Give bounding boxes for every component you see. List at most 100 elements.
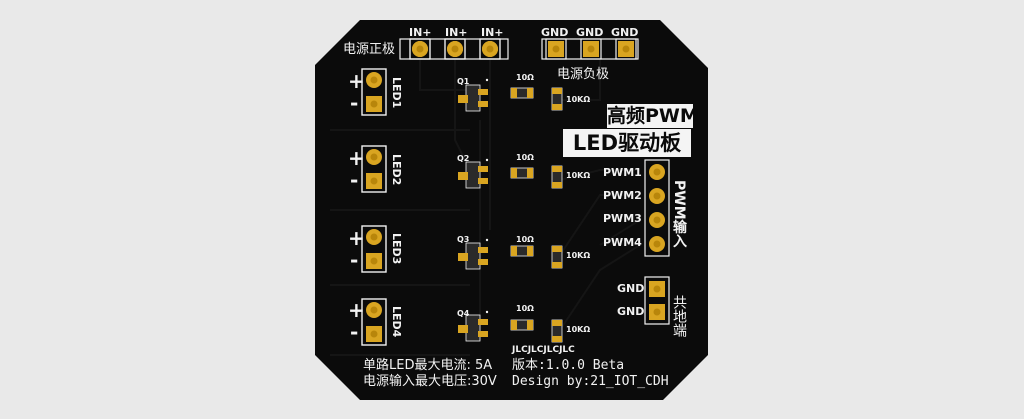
led2-plus-sign: +: [348, 146, 365, 170]
power-negative-label: 电源负极: [557, 67, 610, 82]
r-gate-3-pad-b: [527, 246, 533, 256]
pwm3-hole: [653, 216, 661, 224]
version-note: 版本:1.0.0 Beta: [512, 358, 625, 373]
power-positive-pin-1-hole: [416, 45, 424, 53]
q4-body: [465, 314, 481, 342]
power-positive-header-outline: [399, 38, 509, 60]
pwm2-hole: [653, 192, 661, 200]
pwm1-hole: [653, 168, 661, 176]
q2-pin-s: [478, 178, 488, 184]
led4-connector-outline: [361, 298, 387, 346]
ground-pin-2-hole: [653, 308, 661, 316]
power-negative-pin-3-hole: [622, 45, 630, 53]
ground-pin-1-label: GND: [617, 282, 645, 295]
q3-pin-g: [478, 247, 488, 253]
power-positive-pin-1-label: IN+: [409, 26, 432, 39]
led3-plus-sign: +: [348, 226, 365, 250]
led2-plus-hole: [370, 153, 378, 161]
led1-label: LED1: [390, 77, 403, 109]
q3-pin-d: [458, 253, 468, 261]
led4-minus-hole: [370, 330, 378, 338]
led3-label: LED3: [390, 233, 403, 265]
trace-7: [599, 219, 641, 246]
power-positive-pin-3-hole: [486, 45, 494, 53]
q3-pin1-dot: [485, 238, 489, 242]
q1-pin1-dot: [485, 78, 489, 82]
r-pulldown-4-pad-b: [552, 336, 562, 342]
r-pulldown-1-pad-a: [552, 88, 562, 94]
led3-minus-hole: [370, 257, 378, 265]
pcb-traces: [330, 60, 641, 356]
q3-pin-s: [478, 259, 488, 265]
q2-pin-d: [458, 172, 468, 180]
led1-plus-sign: +: [348, 69, 365, 93]
max-voltage-note: 电源输入最大电压:30V: [363, 374, 497, 389]
r-pulldown-4-pad-a: [552, 320, 562, 326]
power-negative-pin-1-label: GND: [541, 26, 569, 39]
r-gate-3-label: 10Ω: [516, 235, 534, 244]
r-pulldown-3-pad-b: [552, 262, 562, 268]
q4-label: Q4: [457, 309, 470, 318]
led2-connector-outline: [361, 145, 387, 193]
led2-minus-sign: -: [350, 168, 359, 192]
power-positive-label: 电源正极: [343, 42, 396, 57]
led4-minus-sign: -: [350, 320, 359, 344]
ground-pin-1-hole: [653, 285, 661, 293]
q4-pin-s: [478, 331, 488, 337]
power-negative-pin-2-label: GND: [576, 26, 604, 39]
trace-2: [454, 60, 471, 171]
led2-minus-hole: [370, 177, 378, 185]
title-line-1: 高频PWM: [607, 104, 699, 128]
title-line-2: LED驱动板: [563, 129, 691, 157]
trace-6: [559, 194, 640, 256]
ground-label: 共地端: [671, 295, 687, 337]
led2-label: LED2: [390, 154, 403, 186]
pwm-input-label: PWM输入: [671, 180, 687, 248]
led4-plus-hole: [370, 306, 378, 314]
power-negative-pin-3-label: GND: [611, 26, 639, 39]
r-pulldown-3-label: 10KΩ: [566, 251, 591, 260]
r-gate-4-pad-a: [511, 320, 517, 330]
trace-4: [560, 60, 601, 101]
r-gate-2-pad-a: [511, 168, 517, 178]
r-gate-2-pad-b: [527, 168, 533, 178]
q2-body: [465, 161, 481, 189]
r-pulldown-4-label: 10KΩ: [566, 325, 591, 334]
trace-8: [559, 244, 641, 331]
led4-plus-sign: +: [348, 298, 365, 322]
trace-1: [419, 60, 470, 91]
r-pulldown-3-pad-a: [552, 246, 562, 252]
q3-label: Q3: [457, 235, 470, 244]
led1-minus-sign: -: [350, 91, 359, 115]
r-gate-3-pad-a: [511, 246, 517, 256]
ground-pin-2-label: GND: [617, 305, 645, 318]
led4-label: LED4: [390, 306, 403, 338]
q2-pin-g: [478, 166, 488, 172]
r-pulldown-2-label: 10KΩ: [566, 171, 591, 180]
pcb-components: [361, 38, 670, 346]
max-current-note: 单路LED最大电流: 5A: [363, 358, 493, 373]
power-negative-pin-2-hole: [587, 45, 595, 53]
r-gate-4-label: 10Ω: [516, 304, 534, 313]
power-positive-pin-3-label: IN+: [481, 26, 504, 39]
pwm-header-outline: [644, 159, 670, 257]
r-gate-1-label: 10Ω: [516, 73, 534, 82]
power-positive-pin-2-hole: [451, 45, 459, 53]
q1-label: Q1: [457, 77, 470, 86]
pwm1-label: PWM1: [603, 166, 642, 179]
trace-5: [559, 169, 640, 181]
q4-pin1-dot: [485, 310, 489, 314]
pwm4-label: PWM4: [603, 236, 642, 249]
q1-pin-g: [478, 89, 488, 95]
power-negative-pin-1-hole: [552, 45, 560, 53]
q2-label: Q2: [457, 154, 470, 163]
r-gate-2-label: 10Ω: [516, 153, 534, 162]
led3-connector-outline: [361, 225, 387, 273]
q4-pin-g: [478, 319, 488, 325]
r-pulldown-1-pad-b: [552, 104, 562, 110]
q1-pin-s: [478, 101, 488, 107]
led3-plus-hole: [370, 233, 378, 241]
q2-pin1-dot: [485, 158, 489, 162]
led1-plus-hole: [370, 76, 378, 84]
